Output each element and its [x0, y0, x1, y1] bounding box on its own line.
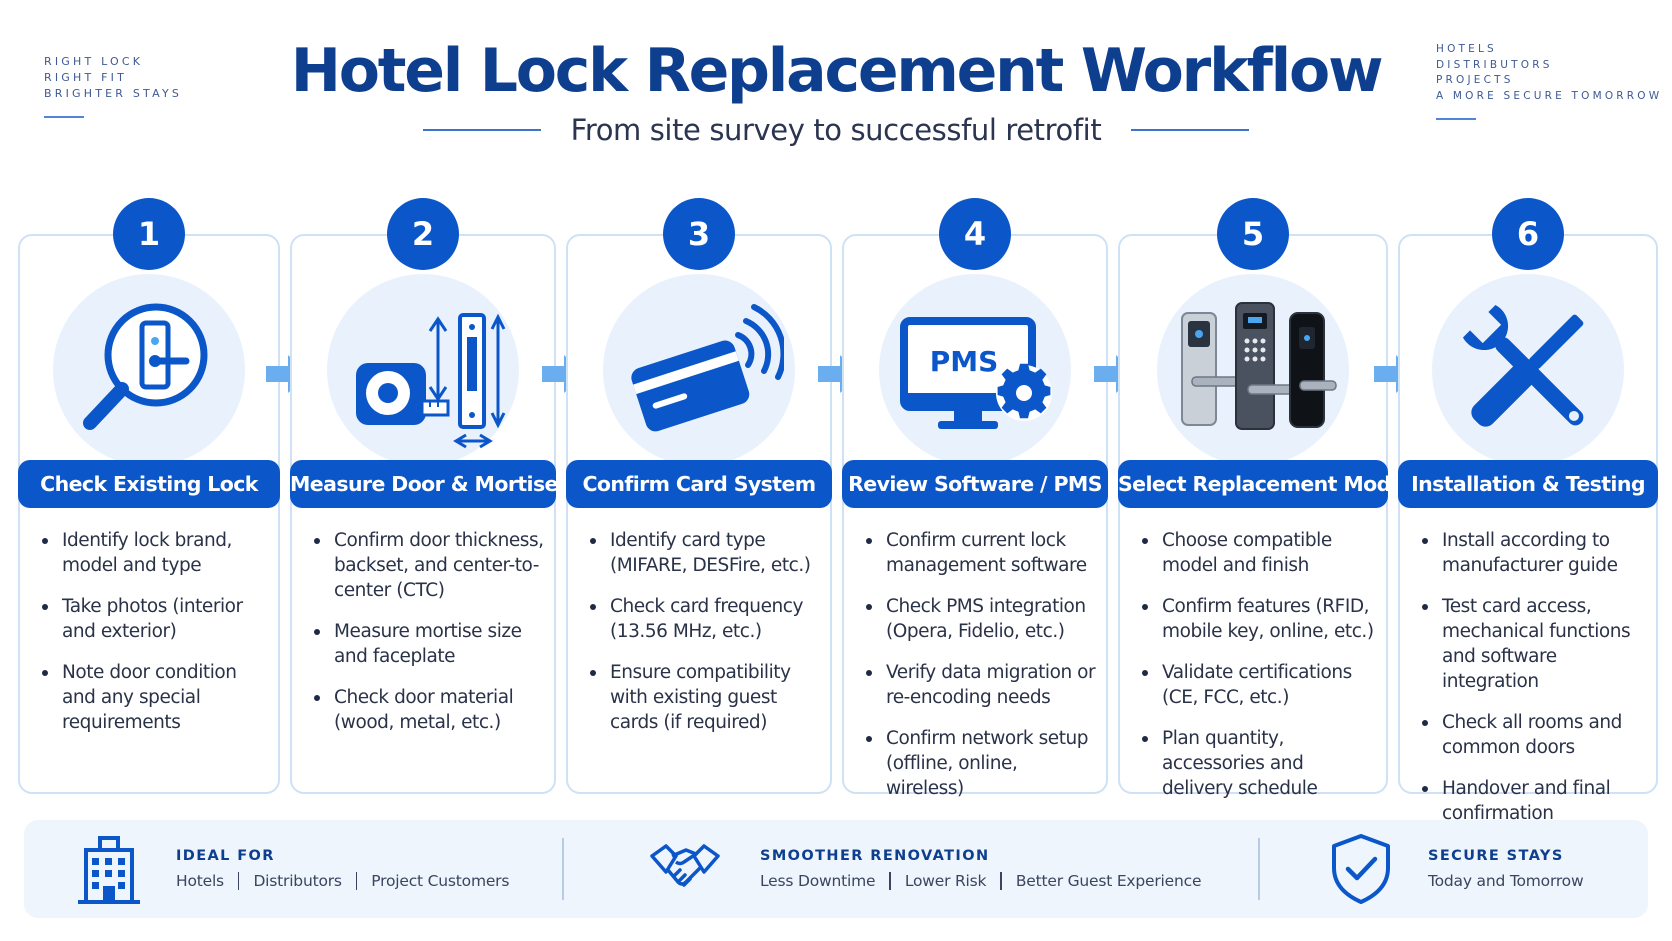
tagline-right: HOTELS DISTRIBUTORS PROJECTS A MORE SECU… [1436, 42, 1662, 120]
list-item: Check door material (wood, metal, etc.) [310, 685, 546, 735]
page-subtitle: From site survey to successful retrofit [570, 113, 1102, 147]
step-card-3: 3 Confirm Card System Identify card type… [566, 198, 832, 794]
step-bullets: Choose compatible model and finish Confi… [1138, 528, 1378, 817]
magnifier-lock-icon [53, 274, 245, 466]
benefit-item: Less Downtime [760, 872, 876, 890]
pms-label: PMS [930, 345, 999, 378]
separator [355, 872, 358, 890]
step-number-badge: 3 [663, 198, 735, 270]
list-item: Check all rooms and common doors [1418, 710, 1648, 760]
benefit-ideal-for: IDEAL FOR Hotels Distributors Project Cust… [72, 820, 509, 918]
separator [237, 872, 240, 890]
list-item: Take photos (interior and exterior) [38, 594, 270, 644]
list-item: Measure mortise size and faceplate [310, 619, 546, 669]
tagline-divider [1436, 118, 1476, 120]
page-title: Hotel Lock Replacement Workflow [290, 36, 1384, 106]
tagline-right-line: A MORE SECURE TOMORROW [1436, 89, 1663, 102]
tagline-left: RIGHT LOCK RIGHT FIT BRIGHTER STAYS [44, 54, 182, 118]
subtitle-rule-left [422, 129, 541, 131]
tagline-right-line: HOTELS [1436, 43, 1497, 55]
list-item: Confirm door thickness, backset, and cen… [310, 528, 546, 603]
step-bullets: Confirm current lock management software… [862, 528, 1098, 817]
step-title: Check Existing Lock [18, 460, 280, 508]
handshake-icon [650, 844, 720, 887]
step-title: Installation & Testing [1398, 460, 1658, 508]
list-item: Test card access, mechanical functions a… [1418, 594, 1648, 694]
footer-divider [562, 838, 564, 900]
benefit-heading: SMOOTHER RENOVATION [760, 848, 990, 864]
footer-divider [1258, 838, 1260, 900]
step-title: Confirm Card System [566, 460, 832, 508]
tagline-left-line: RIGHT FIT [44, 71, 127, 84]
list-item: Choose compatible model and finish [1138, 528, 1378, 578]
benefit-item: Today and Tomorrow [1428, 872, 1584, 890]
step-number-badge: 6 [1492, 198, 1564, 270]
list-item: Ensure compatibility with existing guest… [586, 660, 822, 735]
list-item: Identify lock brand, model and type [38, 528, 270, 578]
hotel-building-icon [78, 836, 140, 904]
tagline-right-line: PROJECTS [1436, 74, 1514, 86]
step-bullets: Confirm door thickness, backset, and cen… [310, 528, 546, 751]
step-title: Select Replacement Model [1118, 460, 1411, 508]
tagline-right-line: DISTRIBUTORS [1436, 58, 1553, 71]
list-item: Check PMS integration (Opera, Fidelio, e… [862, 594, 1098, 644]
rfid-card-icon [603, 274, 795, 466]
shield-check-icon [1332, 834, 1390, 904]
step-number-badge: 5 [1217, 198, 1289, 270]
list-item: Install according to manufacturer guide [1418, 528, 1648, 578]
list-item: Identify card type (MIFARE, DESFire, etc… [586, 528, 822, 578]
step-card-5: 5 Select Replacement Model Choose compat… [1118, 198, 1411, 799]
step-card-6: 6 Installation & Testing Install accordi… [1398, 198, 1658, 824]
step-card-2: 2 Measure Door & Mortise Confirm door th… [290, 198, 558, 794]
list-item: Validate certifications (CE, FCC, etc.) [1138, 660, 1378, 710]
tagline-divider [44, 116, 84, 118]
list-item: Confirm network setup (offline, online, … [862, 726, 1098, 801]
step-number-badge: 1 [113, 198, 185, 270]
pms-monitor-icon: PMS [879, 274, 1071, 466]
list-item: Plan quantity, accessories and delivery … [1138, 726, 1378, 801]
tagline-left-line: RIGHT LOCK [44, 55, 144, 68]
list-item: Verify data migration or re-encoding nee… [862, 660, 1098, 710]
step-card-1: 1 Check Existing Lock Identify lock bran… [18, 198, 280, 794]
benefit-heading: SECURE STAYS [1428, 848, 1564, 864]
tools-icon [1432, 274, 1624, 466]
step-title: Measure Door & Mortise [290, 460, 558, 508]
step-bullets: Install according to manufacturer guide … [1418, 528, 1648, 842]
tagline-left-line: BRIGHTER STAYS [44, 87, 183, 100]
smart-locks-icon [1157, 274, 1349, 466]
subtitle-row: From site survey to successful retrofit [0, 113, 1672, 147]
list-item: Confirm current lock management software [862, 528, 1098, 578]
step-bullets: Identify card type (MIFARE, DESFire, etc… [586, 528, 822, 751]
benefit-heading: IDEAL FOR [176, 848, 275, 864]
step-bullets: Identify lock brand, model and type Take… [38, 528, 270, 751]
benefit-smoother-renovation: SMOOTHER RENOVATION Less Downtime Lower R… [640, 820, 1201, 918]
step-title: Review Software / PMS [842, 460, 1108, 508]
list-item: Handover and final confirmation [1418, 776, 1648, 826]
benefit-item: Distributors [253, 872, 342, 890]
benefit-item: Better Guest Experience [1015, 872, 1202, 890]
list-item: Check card frequency (13.56 MHz, etc.) [586, 594, 822, 644]
benefit-item: Project Customers [371, 872, 510, 890]
benefit-item: Lower Risk [904, 872, 987, 890]
step-card-4: 4 PMS Review Software / PMS Confirm curr… [842, 198, 1108, 799]
benefit-secure-stays: SECURE STAYS Today and Tomorrow [1324, 820, 1584, 918]
step-number-badge: 2 [387, 198, 459, 270]
benefits-bar: IDEAL FOR Hotels Distributors Project Cust… [24, 820, 1648, 918]
subtitle-rule-right [1131, 129, 1250, 131]
list-item: Confirm features (RFID, mobile key, onli… [1138, 594, 1378, 644]
benefit-item: Hotels [176, 872, 224, 890]
step-number-badge: 4 [939, 198, 1011, 270]
tape-measure-icon [327, 274, 519, 466]
list-item: Note door condition and any special requ… [38, 660, 270, 735]
separator [889, 872, 891, 890]
separator [1000, 872, 1002, 890]
